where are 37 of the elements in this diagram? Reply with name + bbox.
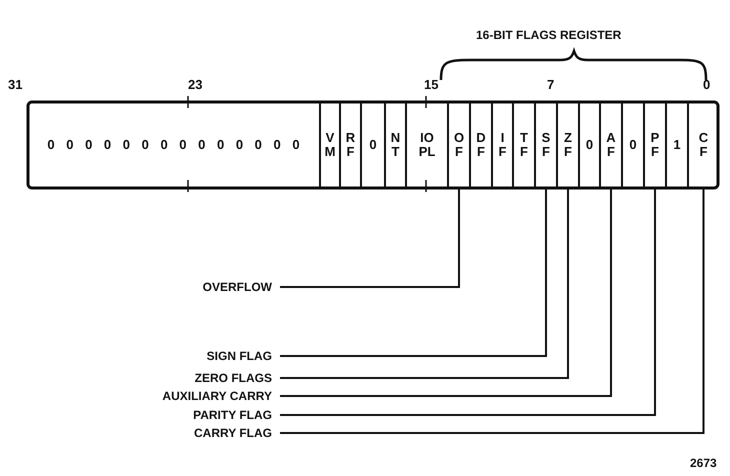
- leader-line: [280, 188, 569, 379]
- flag-name: ZERO FLAGS: [194, 371, 272, 385]
- bit-number: 23: [188, 78, 202, 92]
- register-bit-field: S F: [534, 102, 556, 188]
- leader-line: [280, 188, 612, 397]
- flag-name: CARRY FLAG: [194, 426, 272, 440]
- bit-number: 7: [547, 78, 554, 92]
- register-bit-field: 0: [621, 102, 643, 188]
- register-bit-field: 1: [665, 102, 687, 188]
- register-bit-field: 0: [578, 102, 599, 188]
- register-title: 16-BIT FLAGS REGISTER: [476, 28, 622, 42]
- flag-name: AUXILIARY CARRY: [162, 389, 272, 403]
- register-bit-field: 0 0 0 0 0 0 0 0 0 0 0 0 0 0: [28, 102, 319, 188]
- leader-line: [280, 188, 704, 434]
- bit-number: 15: [424, 78, 438, 92]
- leader-line: [280, 188, 460, 288]
- register-bit-field: A F: [599, 102, 621, 188]
- register-bit-field: P F: [643, 102, 665, 188]
- figure-number: 2673: [690, 456, 717, 470]
- leader-line: [280, 188, 547, 357]
- bit-number: 0: [703, 78, 710, 92]
- register-bit-field: IO PL: [405, 102, 447, 188]
- register-bit-field: D F: [469, 102, 491, 188]
- register-bit-field: C F: [687, 102, 718, 188]
- flag-name: PARITY FLAG: [193, 408, 272, 422]
- flag-name: OVERFLOW: [202, 280, 272, 294]
- bit-number: 31: [8, 78, 22, 92]
- register-bit-field: N T: [384, 102, 405, 188]
- register-bit-field: O F: [447, 102, 469, 188]
- leader-line: [280, 188, 656, 416]
- register-bit-field: T F: [512, 102, 534, 188]
- register-bit-field: V M: [319, 102, 339, 188]
- register-bit-field: Z F: [556, 102, 578, 188]
- register-bit-field: I F: [491, 102, 512, 188]
- flag-name: SIGN FLAG: [206, 349, 272, 363]
- register-bit-field: R F: [339, 102, 360, 188]
- register-bit-field: 0: [360, 102, 384, 188]
